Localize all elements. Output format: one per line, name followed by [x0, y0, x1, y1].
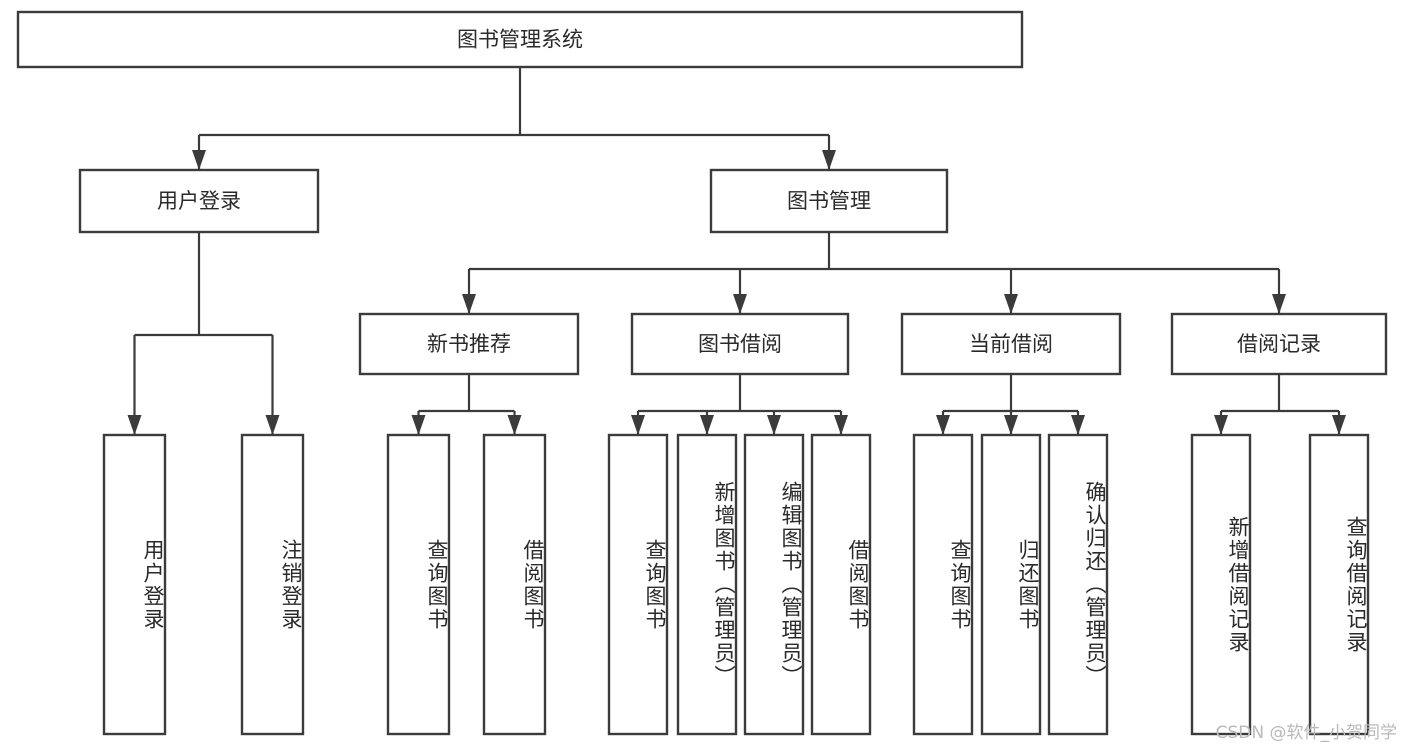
- node-box-bb-add-book[interactable]: [676, 433, 738, 736]
- node-box-cb-return-book[interactable]: [980, 433, 1042, 736]
- node-box-new-book-recommend[interactable]: [358, 312, 580, 376]
- node-box-layer: [16, 10, 1388, 736]
- arrow-head-icon-user-login: [192, 150, 206, 170]
- arrow-head-icon-nbr-borrow-book: [507, 415, 522, 435]
- arrow-head-icon-current-borrow: [1004, 294, 1018, 314]
- arrow-head-icon-borrow-record: [1272, 294, 1286, 314]
- arrow-head-icon-br-add-record: [1214, 415, 1228, 435]
- arrow-head-icon-bb-edit-book: [767, 415, 781, 435]
- arrow-head-icon-cb-confirm-return: [1071, 415, 1085, 435]
- arrow-head-icon-book-borrow: [733, 294, 747, 314]
- node-box-book-management[interactable]: [709, 168, 949, 234]
- node-box-cb-query-book[interactable]: [912, 433, 974, 736]
- arrow-head-icon-book-management: [822, 150, 836, 170]
- node-box-nbr-borrow-book[interactable]: [482, 433, 547, 736]
- connector-layer: [127, 67, 1346, 435]
- node-label-book-management: 图书管理: [787, 189, 871, 213]
- arrow-head-icon-bb-add-book: [700, 415, 714, 435]
- node-label-root: 图书管理系统: [457, 28, 583, 52]
- watermark-text: CSDN @软件_小贺同学: [1215, 723, 1397, 743]
- node-box-user-login[interactable]: [78, 168, 320, 234]
- node-box-bb-query-book[interactable]: [607, 433, 669, 736]
- node-label-current-borrow: 当前借阅: [969, 332, 1053, 356]
- arrow-head-icon-user-logout: [265, 415, 280, 435]
- node-box-bb-borrow-book[interactable]: [810, 433, 872, 736]
- node-label-user-login: 用户登录: [157, 189, 241, 213]
- node-label-borrow-record: 借阅记录: [1237, 332, 1321, 356]
- arrow-head-icon-cb-return-book: [1004, 415, 1018, 435]
- arrow-head-icon-bb-query-book: [631, 415, 645, 435]
- node-box-user-logout[interactable]: [240, 433, 305, 736]
- node-box-root[interactable]: [16, 10, 1024, 69]
- node-box-cb-confirm-return[interactable]: [1047, 433, 1109, 736]
- arrow-head-icon-user-login-do: [127, 415, 142, 435]
- node-label-book-borrow: 图书借阅: [698, 332, 782, 356]
- node-box-current-borrow[interactable]: [900, 312, 1122, 376]
- node-box-borrow-record[interactable]: [1170, 312, 1388, 376]
- node-box-nbr-query-book[interactable]: [386, 433, 451, 736]
- arrow-head-icon-nbr-query-book: [411, 415, 426, 435]
- node-label-new-book-recommend: 新书推荐: [427, 332, 511, 356]
- arrow-head-icon-cb-query-book: [936, 415, 950, 435]
- arrow-head-icon-bb-borrow-book: [834, 415, 848, 435]
- arrow-head-icon-new-book-recommend: [462, 294, 476, 314]
- arrow-head-icon-br-query-record: [1332, 415, 1346, 435]
- node-box-book-borrow[interactable]: [630, 312, 850, 376]
- node-box-user-login-do[interactable]: [102, 433, 167, 736]
- node-box-br-add-record[interactable]: [1190, 433, 1252, 736]
- node-box-br-query-record[interactable]: [1308, 433, 1370, 736]
- node-box-bb-edit-book[interactable]: [743, 433, 805, 736]
